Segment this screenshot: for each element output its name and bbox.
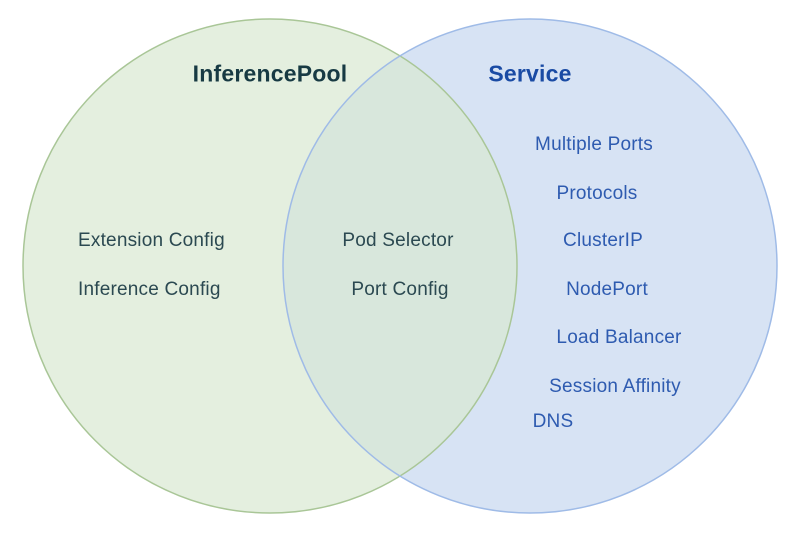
service-item-clusterip: ClusterIP bbox=[563, 230, 643, 251]
inferencepool-title: InferencePool bbox=[192, 60, 348, 87]
service-item-protocols: Protocols bbox=[556, 183, 638, 204]
service-circle-outline bbox=[282, 18, 778, 514]
service-item-multiple-ports: Multiple Ports bbox=[535, 134, 653, 155]
inferencepool-circle bbox=[23, 19, 517, 513]
overlap-item-port-config: Port Config bbox=[351, 279, 449, 300]
service-item-dns: DNS bbox=[532, 411, 574, 432]
service-item-load-balancer: Load Balancer bbox=[556, 327, 682, 348]
overlap-item-pod-selector: Pod Selector bbox=[342, 230, 454, 251]
service-item-nodeport: NodePort bbox=[566, 279, 648, 300]
inferencepool-item-inference-config: Inference Config bbox=[78, 279, 221, 300]
service-item-session-affinity: Session Affinity bbox=[549, 376, 681, 397]
inferencepool-circle-outline bbox=[22, 18, 518, 514]
inferencepool-item-extension-config: Extension Config bbox=[78, 230, 225, 251]
service-title: Service bbox=[488, 60, 572, 87]
